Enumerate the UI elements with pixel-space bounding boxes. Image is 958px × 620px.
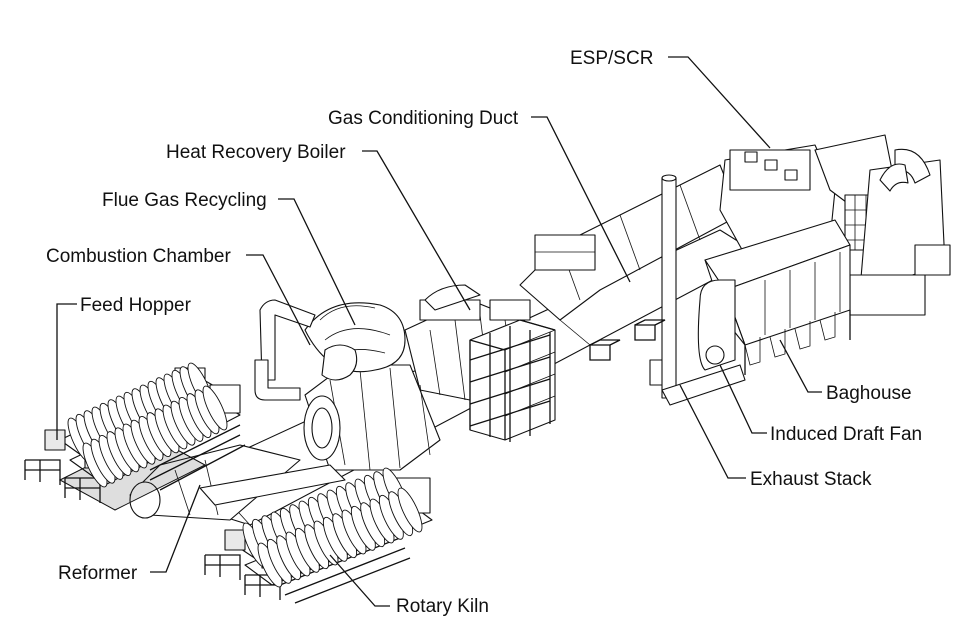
reformer-duct xyxy=(129,444,346,521)
label-combustion-chamber: Combustion Chamber xyxy=(46,246,231,267)
label-flue-gas-recycling: Flue Gas Recycling xyxy=(102,190,267,211)
combustion-chamber-unit xyxy=(303,364,441,471)
upper-kiln-rings-b xyxy=(82,385,228,488)
label-exhaust-stack: Exhaust Stack xyxy=(750,469,872,490)
label-feed-hopper: Feed Hopper xyxy=(80,295,192,316)
esp-scr-unit xyxy=(719,134,951,316)
label-induced-draft-fan: Induced Draft Fan xyxy=(770,424,922,445)
leader-lines xyxy=(56,56,822,607)
label-heat-recovery-boiler: Heat Recovery Boiler xyxy=(166,142,346,163)
gas-conditioning-duct-shape xyxy=(519,164,741,321)
flue-gas-recycling-piping xyxy=(254,299,406,401)
lower-kiln-rings-b xyxy=(257,487,423,588)
label-esp-scr: ESP/SCR xyxy=(570,48,653,69)
kiln-ring xyxy=(397,487,423,533)
label-baghouse: Baghouse xyxy=(826,383,912,404)
kiln-ring xyxy=(202,385,228,431)
labels: ESP/SCR Gas Conditioning Duct Heat Recov… xyxy=(46,48,922,617)
label-gas-conditioning-duct: Gas Conditioning Duct xyxy=(328,108,519,129)
boiler-support-frame xyxy=(469,319,556,442)
duct-supports xyxy=(589,319,666,361)
label-reformer: Reformer xyxy=(58,563,138,584)
label-rotary-kiln: Rotary Kiln xyxy=(396,596,489,617)
